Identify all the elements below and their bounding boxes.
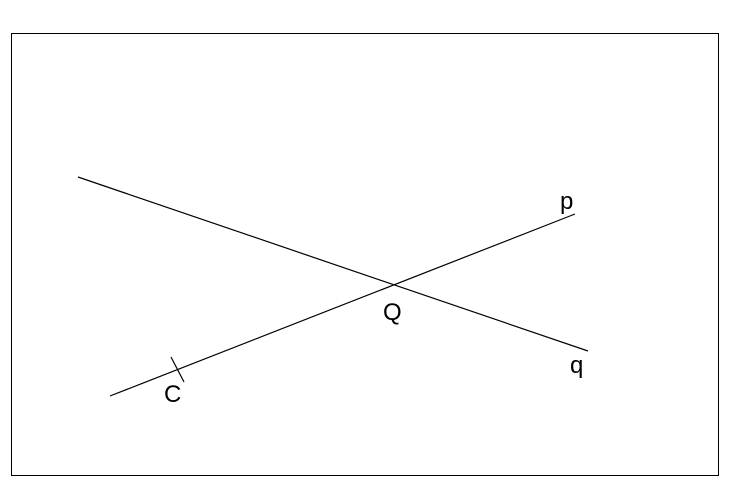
label-point-c: C bbox=[164, 381, 181, 408]
label-intersection-q: Q bbox=[383, 299, 402, 326]
label-p: p bbox=[560, 188, 573, 215]
line-p bbox=[109, 213, 576, 397]
label-q: q bbox=[570, 352, 583, 379]
line-q bbox=[77, 176, 589, 352]
diagram-frame bbox=[11, 33, 719, 476]
tick-mark-c bbox=[170, 356, 185, 383]
